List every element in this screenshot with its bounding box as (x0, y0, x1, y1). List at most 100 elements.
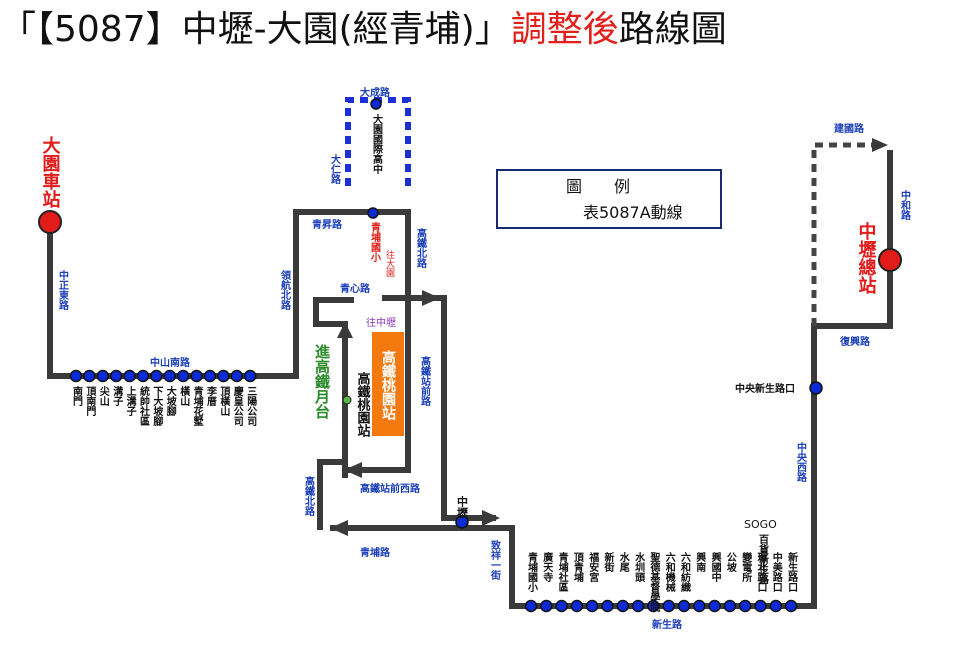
south-stop-label-16: 中美路口 (770, 551, 782, 592)
south-stop-label-15: 環北路口 (755, 552, 767, 592)
hsr-station-black-label: 高鐵桃園站 (355, 371, 371, 438)
road-dacheng: 大成路 (360, 86, 391, 99)
south-stop-label-1: 廣天寺 (541, 551, 554, 583)
south-stop-1 (540, 599, 553, 613)
main-route (47, 150, 893, 609)
west-stop-label-9: 青埔花墅 (191, 385, 203, 426)
road-zhongshan-s: 中山南路 (150, 356, 191, 369)
west-stop-label-4: 上溝子 (124, 385, 136, 417)
south-stop-label-9: 六和機械 (663, 551, 676, 593)
road-hsr-front: 高鐵站前路 (419, 355, 431, 407)
west-stop-5 (136, 369, 150, 383)
west-stop-10 (203, 369, 217, 383)
page-title: 「【5087】中壢-大園(經青埔)」調整後路線圖 (0, 9, 727, 50)
stop-zhongli (455, 515, 469, 529)
zhongyang-xinsheng-label: 中央新生路口 (735, 382, 795, 395)
road-qingpu: 青埔路 (360, 546, 391, 559)
stop-dacheng (370, 98, 382, 110)
south-stop-16 (769, 599, 783, 613)
south-stop-label-7: 水圳頭 (633, 551, 646, 583)
south-stop-0 (524, 599, 538, 613)
road-daren: 大仁路 (329, 153, 341, 185)
south-stop-5 (601, 599, 614, 613)
west-stop-12 (230, 369, 244, 383)
west-stop-label-3: 溝子 (111, 385, 123, 407)
west-stop-label-7: 大坡腳 (164, 385, 176, 417)
route-east-segment (382, 295, 496, 521)
to-dayuan-label: 往大園 (384, 249, 395, 278)
west-stop-label-6: 下大坡腳 (151, 386, 163, 427)
south-stop-13 (723, 599, 737, 613)
road-xinsheng: 新生路 (652, 618, 683, 631)
south-stop-4 (585, 599, 599, 613)
road-zhonghe: 中和路 (899, 189, 912, 221)
zhongli-terminal-icon (878, 248, 902, 272)
zhongli-terminal-label: 中壢總站 (856, 221, 877, 295)
road-qingxin: 青心路 (340, 282, 371, 295)
south-stop-label-11: 興南 (694, 551, 706, 573)
road-hsr-north-top: 高鐵北路 (415, 227, 427, 269)
west-stop-0 (69, 369, 83, 383)
south-stop-label-8: 聖德基督學院 (648, 551, 661, 613)
dayuan-terminal-label: 大園車站 (40, 135, 61, 209)
south-stop-label-5: 新街 (602, 551, 615, 573)
west-stop-label-11: 頂橫山 (218, 386, 230, 417)
west-stop-4 (123, 369, 136, 383)
west-stop-row: 南門頂南門尖山溝子上溝子統帥社區下大坡腳大坡腳橫山青埔花墅李厝頂橫山慶皇公司三陽… (69, 369, 257, 427)
west-stop-8 (176, 369, 190, 383)
south-stop-label-3: 頂青埔 (571, 552, 583, 583)
south-stop-3 (570, 599, 584, 613)
sogo-label: SOGO (744, 518, 777, 531)
west-stop-label-2: 尖山 (97, 385, 109, 407)
stop-qingpu-elem (367, 207, 379, 219)
west-stop-2 (96, 369, 110, 383)
road-zhongyang-w: 中央西路 (795, 441, 807, 483)
arrow-up-shuttle (337, 322, 353, 338)
south-stop-label-0: 青埔國小 (526, 551, 539, 593)
hsr-station-orange-label: 高鐵桃園站 (380, 349, 396, 421)
road-hsr-front-west: 高鐵站前西路 (360, 482, 421, 495)
legend-box (496, 169, 722, 229)
west-stop-6 (150, 369, 163, 383)
south-stop-7 (631, 599, 645, 613)
south-stop-6 (616, 599, 630, 613)
road-jianguo: 建國路 (833, 122, 865, 135)
to-zhongli-label: 往中壢 (366, 316, 396, 329)
sogo-stop-label: 百貨新生路 (757, 534, 769, 585)
road-zhixiang: 致祥一街 (489, 539, 502, 581)
single-stops (367, 98, 823, 529)
south-stop-8 (647, 599, 660, 613)
west-stop-1 (83, 369, 96, 383)
south-stop-label-14: 變電所 (740, 551, 753, 583)
route-shuttle-loop (313, 297, 354, 478)
south-stop-10 (677, 599, 691, 613)
south-stop-9 (662, 599, 675, 613)
west-stop-label-1: 頂南門 (84, 386, 96, 417)
road-zhongzheng-e: 中正東路 (57, 269, 69, 311)
south-stop-17 (784, 599, 798, 613)
zhongli-hub-label: 中壢 (456, 495, 469, 519)
south-stop-label-13: 公坡 (724, 552, 736, 573)
road-lingheng-n: 領航北路 (279, 269, 292, 311)
south-stop-14 (738, 599, 752, 613)
hsr-station-block (372, 332, 404, 436)
south-stop-15 (754, 599, 767, 613)
arrowheads (330, 138, 888, 536)
west-stop-7 (163, 369, 177, 383)
school-top-label: 大園國際高中 (371, 113, 383, 175)
road-qingsheng: 青昇路 (312, 218, 343, 231)
south-stop-label-4: 福安宮 (587, 551, 600, 583)
qingpu-elem-label: 青埔國小 (369, 221, 382, 263)
arrow-east-zhongli (482, 510, 500, 526)
route-qingpu (330, 150, 893, 609)
south-stop-label-17: 新生路口 (786, 551, 798, 592)
south-stop-11 (693, 599, 706, 613)
south-stop-label-10: 六和紡織 (679, 551, 692, 593)
west-stop-label-13: 三陽公司 (245, 386, 257, 427)
enter-platform-label: 進高鐵月台 (313, 344, 331, 420)
arrow-west-hsr-front (344, 462, 362, 478)
arrow-east-jianguo (872, 138, 888, 152)
title-highlight: 調整後 (510, 9, 619, 50)
west-stop-label-8: 橫山 (178, 385, 190, 407)
south-stop-12 (708, 599, 721, 613)
